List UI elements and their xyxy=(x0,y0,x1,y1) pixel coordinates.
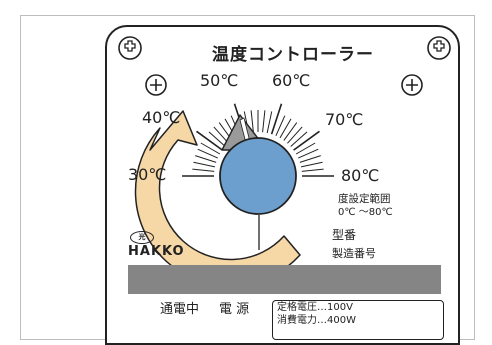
dial-ticks xyxy=(182,103,334,177)
screw-icon xyxy=(427,36,451,60)
dial-tick xyxy=(208,131,226,147)
dial-tick xyxy=(262,110,266,133)
dial-tick xyxy=(279,118,292,139)
label-band xyxy=(128,265,441,294)
scale-label-40: 40℃ xyxy=(142,108,181,127)
dial-knob-icon xyxy=(219,114,297,215)
dial-tick xyxy=(299,155,321,163)
power-label: 電 源 xyxy=(219,302,250,317)
dial-tick xyxy=(287,126,303,144)
dial-tick xyxy=(200,142,221,155)
power-consumption: 消費電力…400W xyxy=(277,315,356,326)
dial-tick xyxy=(301,168,324,172)
dial-tick xyxy=(293,130,320,151)
dial-tick xyxy=(250,110,254,133)
dial-tick xyxy=(270,103,283,135)
dial-tick xyxy=(290,131,308,147)
dial-tick xyxy=(300,161,323,168)
dial-tick xyxy=(196,130,223,151)
range-label: 度設定範囲 xyxy=(338,193,391,205)
dial-tick xyxy=(195,155,217,163)
dial-artwork xyxy=(118,36,451,287)
screw-icon xyxy=(145,74,167,96)
brand-logo: 光 xyxy=(130,231,154,244)
screw-icon xyxy=(118,36,142,60)
brand-name: HAKKO xyxy=(128,244,185,259)
dial-tick xyxy=(197,148,219,159)
scale-label-80: 80℃ xyxy=(341,166,380,185)
panel-title: 温度コントローラー xyxy=(212,45,374,65)
model-label: 型番 xyxy=(332,228,357,242)
serial-label: 製造番号 xyxy=(332,247,376,260)
screw-icon xyxy=(401,74,423,96)
scale-label-50: 50℃ xyxy=(200,71,239,90)
dial-tick xyxy=(192,168,215,172)
scale-label-30: 30℃ xyxy=(128,165,167,184)
dial-tick xyxy=(266,111,273,134)
rated-voltage: 定格電圧…100V xyxy=(277,302,353,313)
dial-tick xyxy=(297,148,319,159)
scale-label-60: 60℃ xyxy=(272,71,311,90)
power-on-label: 通電中 xyxy=(160,302,200,317)
dial-tick xyxy=(283,122,298,141)
dial-tick xyxy=(275,115,286,137)
dial-tick xyxy=(193,161,216,168)
dial-tick xyxy=(295,142,316,155)
scale-label-70: 70℃ xyxy=(325,110,364,129)
range-value: 0℃ ～80℃ xyxy=(338,207,393,218)
